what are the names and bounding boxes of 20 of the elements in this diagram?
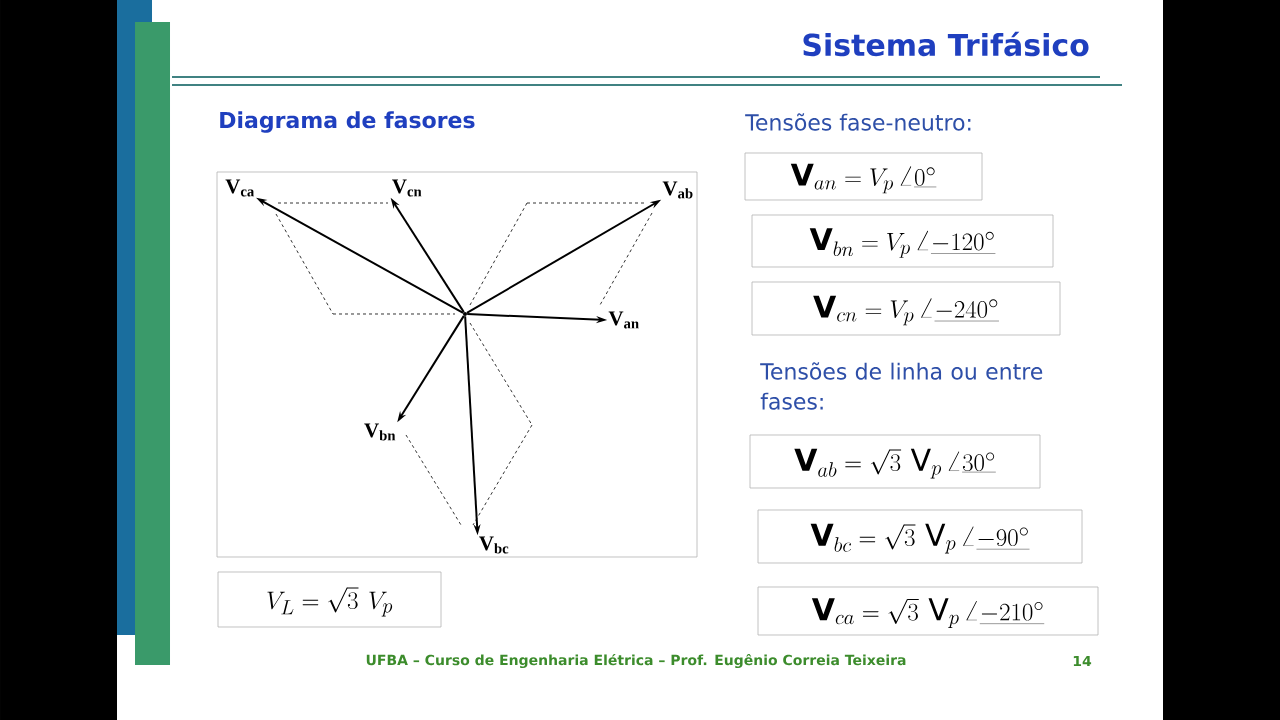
phasor-label: V$_{bc}$ [479, 536, 509, 554]
phasor-label: V$_{ca}$ [225, 179, 255, 197]
title: Sistema Trifásico [803, 31, 1089, 57]
phasor-label: V$_{an}$ [608, 311, 639, 329]
phasor-label: V$_{ab}$ [662, 181, 693, 199]
footer-text: UFBA – Curso de Engenharia Elétrica – Prof. Eugênio Correia Teixeira [366, 653, 906, 669]
formula-box: $\mathbf{V}_{an} = V_p\,\angle\underline{0^\circ}$ [744, 152, 983, 201]
origin-point [463, 312, 467, 316]
formula-box: $\mathbf{V}_{ca} = \sqrt{3}\ \mathrm{V}_p\,\angle\underline{-210^\circ}$ [757, 586, 1099, 636]
formula-box: $\mathbf{V}_{bn} = V_p\,\angle\underline{-120^\circ}$ [751, 214, 1054, 268]
phasor-label: V$_{bn}$ [364, 423, 396, 441]
formula-box: $V_L = \sqrt{3}\ V_p$ [217, 571, 442, 628]
section-heading: Tensões fase-neutro: [745, 113, 971, 131]
page-number: 14 [1073, 655, 1092, 667]
phasor-label: V$_{cn}$ [392, 179, 422, 197]
formula-box: $\mathbf{V}_{ab} = \sqrt{3}\ \mathrm{V}_p\,\angle\underline{30^\circ}$ [749, 434, 1041, 489]
section-heading: Diagrama de fasores [220, 111, 475, 133]
formula-box: $\mathbf{V}_{bc} = \sqrt{3}\ \mathrm{V}_p\,\angle\underline{-90^\circ}$ [757, 509, 1083, 564]
section-heading: Tensões de linha ou entre fases: [760, 362, 1043, 410]
formula-box: $\mathbf{V}_{cn} = V_p\,\angle\underline{-240^\circ}$ [751, 281, 1061, 336]
